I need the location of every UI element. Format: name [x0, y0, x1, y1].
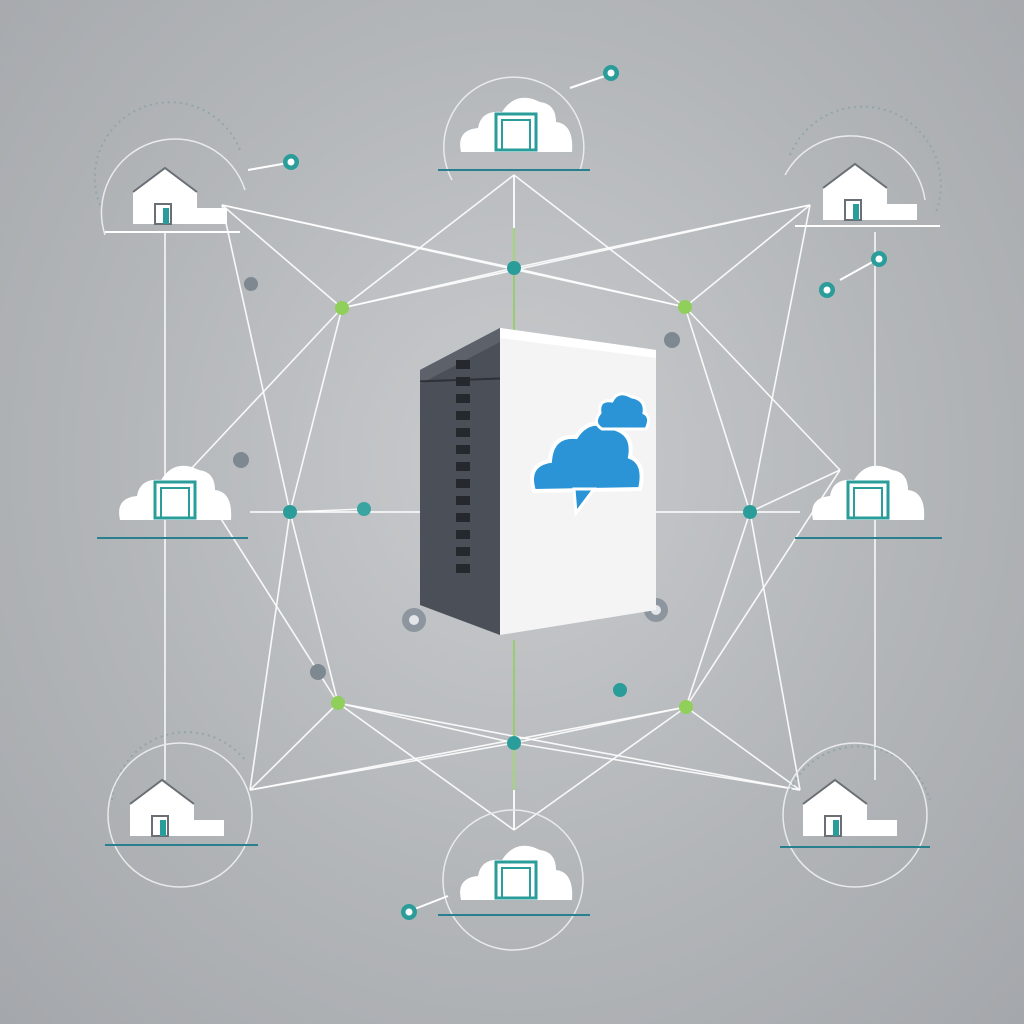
network-link — [513, 267, 686, 308]
network-links — [164, 174, 876, 831]
ring-bottom-left — [107, 742, 253, 888]
cloud-speech-icon — [530, 392, 651, 518]
badge-icon — [839, 251, 887, 281]
network-link — [749, 511, 801, 791]
badge-icon — [401, 895, 449, 920]
badge-icon — [247, 154, 299, 171]
badge-icon — [664, 332, 680, 348]
vent-slot — [456, 496, 470, 505]
vent-slot — [456, 394, 470, 403]
network-link — [685, 706, 801, 791]
network-link — [337, 702, 515, 831]
server-rack — [420, 328, 656, 635]
network-link — [684, 204, 811, 308]
badge-icon — [402, 608, 426, 632]
house-top-right — [795, 163, 940, 227]
vent-slot — [456, 360, 470, 369]
network-link — [221, 204, 291, 513]
vent-slot — [456, 513, 470, 522]
vent-slot — [456, 445, 470, 454]
network-link — [341, 267, 515, 309]
house-bottom-left — [105, 779, 258, 846]
network-link — [341, 174, 515, 309]
network-link — [513, 706, 687, 744]
house-icon — [822, 163, 918, 221]
network-link — [289, 307, 343, 513]
vent-slot — [456, 530, 470, 539]
junction-bottom — [507, 736, 521, 750]
badge-icon — [569, 65, 619, 89]
house-icon — [129, 779, 225, 837]
ring-top-left — [100, 138, 246, 236]
network-link — [684, 306, 841, 471]
junction-right — [743, 505, 757, 519]
badge-icon — [244, 277, 258, 291]
network-link — [249, 706, 687, 791]
vent-slot — [456, 428, 470, 437]
junction-top — [507, 261, 521, 275]
house-bottom-right — [780, 779, 930, 848]
cloud-garage-top — [438, 96, 590, 171]
cloud-garage-icon — [458, 844, 574, 902]
badge-icon — [310, 664, 326, 680]
ring-top-right — [784, 135, 926, 201]
junction-inner-bottom — [613, 683, 627, 697]
cloud-garage-icon — [458, 96, 574, 154]
junction-inner-left — [357, 502, 371, 516]
vent-slot — [456, 462, 470, 471]
network-link — [513, 706, 687, 831]
network-link — [341, 204, 811, 309]
junction-lower-left — [331, 696, 345, 710]
house-icon — [132, 167, 228, 225]
ring-bottom — [442, 809, 584, 951]
house-icon — [802, 779, 898, 837]
ring-bottom-right — [782, 742, 928, 888]
network-link — [249, 702, 339, 791]
junction-upper-left — [335, 301, 349, 315]
network-link — [684, 306, 751, 513]
network-link — [289, 511, 339, 704]
network-link — [513, 742, 801, 791]
junction-upper-right — [678, 300, 692, 314]
vent-slot — [456, 547, 470, 556]
network-link — [189, 307, 343, 471]
network-junctions — [283, 261, 757, 750]
vent-slot — [456, 411, 470, 420]
junction-lower-right — [679, 700, 693, 714]
cloud-garage-icon — [117, 464, 233, 522]
ring-top — [443, 76, 585, 181]
vent-slot — [456, 564, 470, 573]
server-vents — [456, 360, 470, 573]
house-top-left — [105, 167, 240, 233]
vent-slot — [456, 377, 470, 386]
network-link — [685, 511, 751, 708]
cloud-garage-icon — [810, 464, 926, 522]
network-link — [249, 511, 291, 791]
vent-slot — [456, 479, 470, 488]
cloud-garage-right — [795, 464, 942, 539]
cloud-garage-bottom — [438, 844, 590, 916]
badge-icon — [233, 452, 249, 468]
network-link — [513, 174, 686, 308]
junction-left — [283, 505, 297, 519]
network-link — [749, 204, 811, 513]
network-link — [337, 702, 515, 744]
network-link — [749, 469, 841, 513]
network-link — [337, 702, 801, 791]
badge-icon — [819, 282, 835, 298]
network-link — [221, 204, 343, 309]
dotted-arcs — [93, 101, 942, 801]
cloud-garage-left — [97, 464, 248, 539]
